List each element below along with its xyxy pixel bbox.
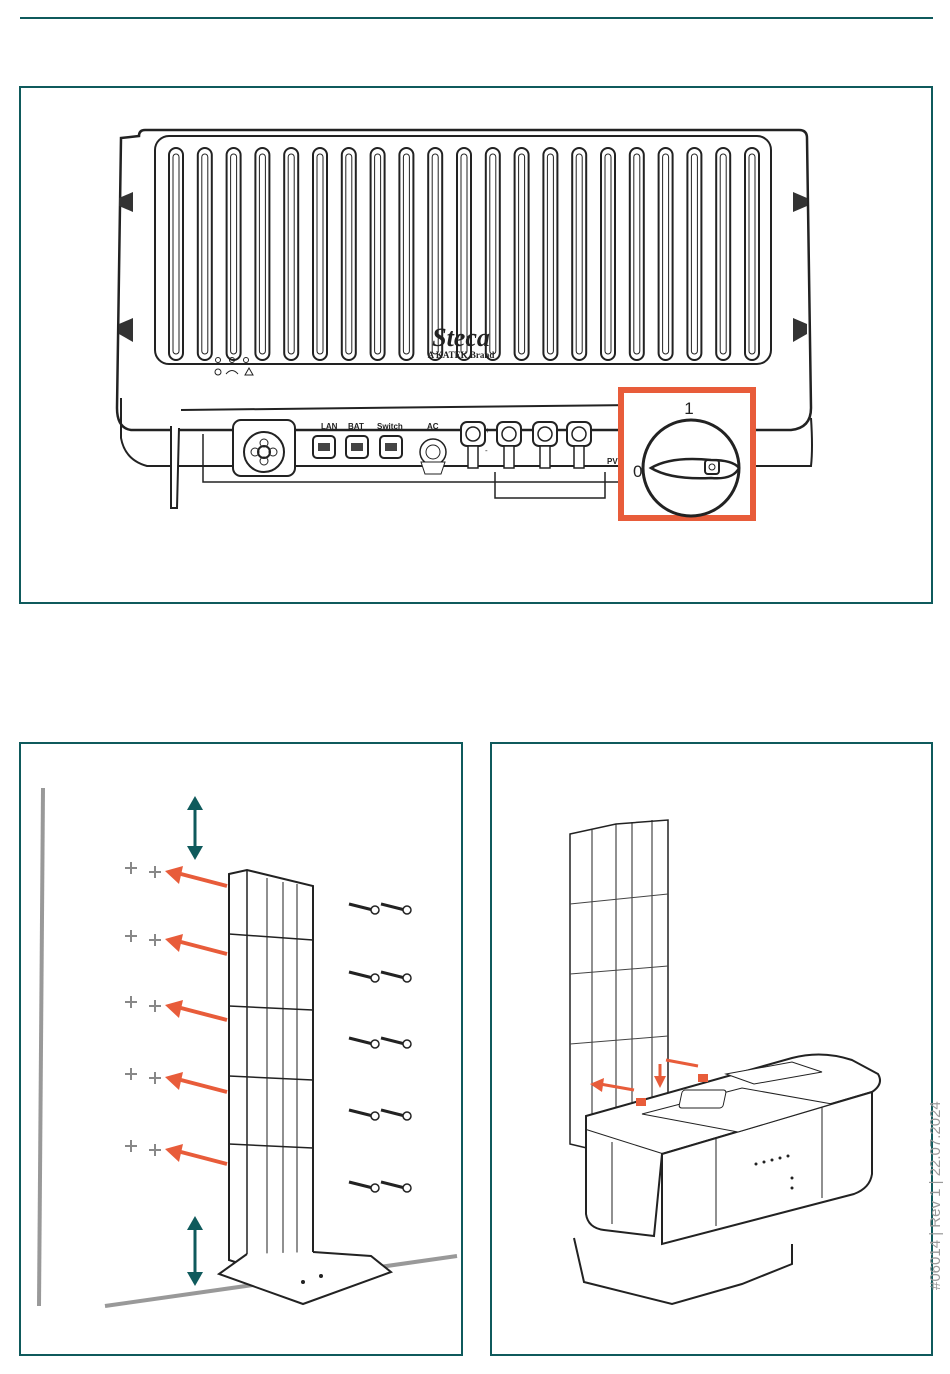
screw (381, 1038, 405, 1044)
dc-connector-head (567, 422, 591, 446)
screw (349, 972, 373, 978)
heatsink-fin (659, 148, 673, 360)
battery-mount-panel (490, 742, 933, 1356)
heatsink-fin (630, 148, 644, 360)
heatsink-fin (169, 148, 183, 360)
wall-anchor-point (125, 996, 137, 1008)
power-connector (233, 420, 295, 476)
screw (349, 1182, 373, 1188)
wall-bracket-panel (19, 742, 463, 1356)
screw (381, 1110, 405, 1116)
switch-off-label: 0 (633, 462, 642, 481)
screw-head (371, 1040, 379, 1048)
dc-connector-body (540, 446, 550, 468)
dc-connector-body (468, 446, 478, 468)
pv-bracket-line (495, 472, 605, 498)
heatsink-fin (284, 148, 298, 360)
switch-on-label: 1 (684, 399, 693, 418)
mount-arrow-shaft (181, 942, 227, 954)
document-revision-code: #06014 | Rev 1 | 22.07.2024 (927, 1101, 944, 1290)
screw-head (403, 974, 411, 982)
screw (381, 1182, 405, 1188)
wall-anchor-point (125, 1068, 137, 1080)
mount-arrow-head (165, 934, 183, 952)
lan-label: LAN (321, 422, 338, 431)
battery-mount-drawing (492, 744, 931, 1354)
wall-anchor-point (149, 1000, 161, 1012)
screw-head (371, 1112, 379, 1120)
mount-arrow-head (165, 1000, 183, 1018)
heatsink-fin (255, 148, 269, 360)
ac-label: AC (427, 422, 439, 431)
screw (349, 904, 373, 910)
heatsink-fin (371, 148, 385, 360)
dc-connector-head (497, 422, 521, 446)
mount-arrow-shaft (181, 874, 227, 886)
mount-arrow-head (165, 1072, 183, 1090)
polarity-plus: + (485, 426, 490, 435)
dc-connector-head (461, 422, 485, 446)
heatsink-fin (342, 148, 356, 360)
screw-head (403, 1112, 411, 1120)
mount-arrow-head (165, 866, 183, 884)
wall-anchor-point (149, 934, 161, 946)
brand-subtitle: A KATEK Brand (428, 350, 495, 360)
wall-bracket-drawing (21, 744, 461, 1354)
heatsink-fin (515, 148, 529, 360)
rj45-ports (313, 436, 402, 458)
wall-line (39, 788, 43, 1306)
heatsink-fin (313, 148, 327, 360)
dc-connector-body (574, 446, 584, 468)
heatsink-fin (227, 148, 241, 360)
screw-head (371, 1184, 379, 1192)
heatsink-fin (572, 148, 586, 360)
height-arrow-top-icon (187, 796, 203, 860)
mount-arrow-shaft (181, 1152, 227, 1164)
heatsink-fin (198, 148, 212, 360)
heatsink-fin (601, 148, 615, 360)
mount-arrow-head (165, 1144, 183, 1162)
screw-head (371, 906, 379, 914)
wall-anchor-point (149, 1072, 161, 1084)
wall-anchor-point (125, 1140, 137, 1152)
wall-anchor-point (149, 866, 161, 878)
heatsink-fin (543, 148, 557, 360)
inverter-drawing: Steca A KATEK Brand LAN BAT Switch (21, 88, 931, 602)
mount-arrow-shaft (181, 1080, 227, 1092)
pv-label: PV (607, 457, 618, 466)
screw (381, 972, 405, 978)
screw-head (403, 1040, 411, 1048)
wall-anchor-point (125, 862, 137, 874)
dc-connector-body (504, 446, 514, 468)
screw (349, 1038, 373, 1044)
height-arrow-bottom-icon (187, 1216, 203, 1286)
brand-logo: Steca (432, 323, 490, 352)
heatsink-fin (716, 148, 730, 360)
heatsink-fin (745, 148, 759, 360)
screw-head (403, 1184, 411, 1192)
heatsink-fin (399, 148, 413, 360)
screw (381, 904, 405, 910)
inverter-illustration-panel: Steca A KATEK Brand LAN BAT Switch (19, 86, 933, 604)
wall-anchor-point (149, 1144, 161, 1156)
ac-cable-gland (420, 439, 446, 474)
wall-anchor-point (125, 930, 137, 942)
screw-head (371, 974, 379, 982)
mount-arrow-shaft (181, 1008, 227, 1020)
screw-head (403, 906, 411, 914)
switch-label: Switch (377, 422, 403, 431)
bat-label: BAT (348, 422, 364, 431)
dc-connector-head (533, 422, 557, 446)
heatsink-fin (687, 148, 701, 360)
polarity-minus: - (485, 446, 488, 455)
mounting-bracket (219, 870, 391, 1304)
dc-switch-icon (643, 420, 739, 516)
screw (349, 1110, 373, 1116)
header-rule (20, 17, 933, 19)
